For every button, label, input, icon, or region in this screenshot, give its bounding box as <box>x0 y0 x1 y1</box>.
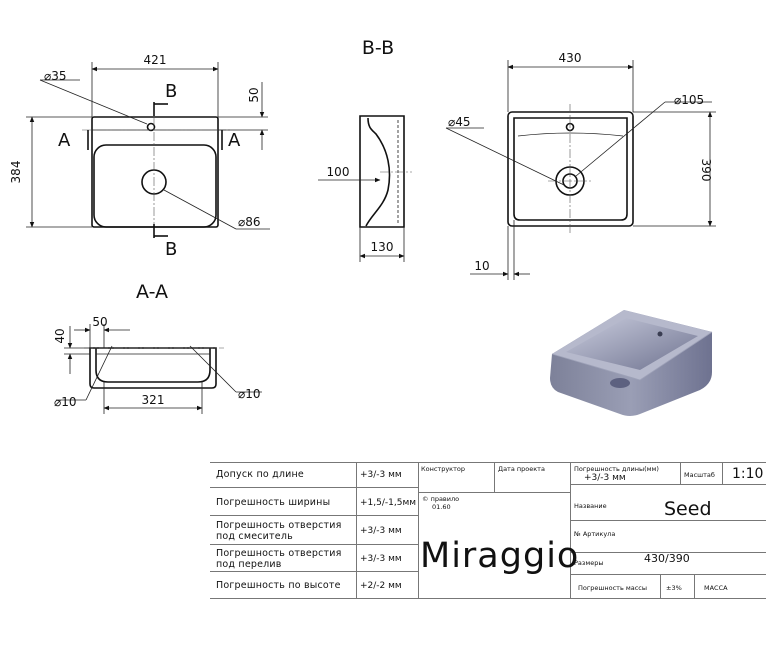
dim-side-depth: 100 <box>327 165 350 179</box>
scale-value: 1:10 <box>732 466 764 482</box>
dim-bb-height: 390 <box>699 159 713 182</box>
copyright-line-1: © правило <box>422 495 460 503</box>
dim-bb-drain: ⌀105 <box>674 93 704 107</box>
row-overflow-label-2: под перелив <box>216 559 282 570</box>
row-tap-hole-value: +3/-3 мм <box>360 526 402 536</box>
brand-name: Miraggio <box>420 536 580 576</box>
section-bb: B-B 430 390 ⌀105 ⌀45 10 <box>362 37 716 280</box>
dim-bb-wall: 10 <box>474 259 489 273</box>
dim-top-width: 421 <box>144 53 167 67</box>
section-bb-title: B-B <box>362 37 394 59</box>
project-date-label: Дата проекта <box>498 465 545 473</box>
cut-b-bottom: B <box>165 239 177 260</box>
dim-aa-offset: 50 <box>92 315 107 329</box>
side-view: 100 130 <box>318 115 412 262</box>
dim-top-tap-hole: ⌀35 <box>44 69 67 83</box>
dim-top-offset: 50 <box>247 87 261 102</box>
row-height-value: +2/-2 мм <box>360 581 402 591</box>
dims-label: Размеры <box>574 559 604 567</box>
mass-label: МАССА <box>704 584 728 592</box>
dim-aa-radius-right: ⌀10 <box>238 387 261 401</box>
dim-side-height: 130 <box>371 240 394 254</box>
row-height-label: Погрешность по высоте <box>216 580 341 591</box>
sink-3d-render <box>550 310 713 416</box>
constructor-label: Конструктор <box>421 465 465 473</box>
top-view: 421 384 50 ⌀35 ⌀86 B B A A <box>9 53 270 260</box>
copyright-line-2: 01.60 <box>432 503 451 511</box>
dim-aa-depth: 40 <box>53 328 67 343</box>
row-length-label: Допуск по длине <box>216 469 304 480</box>
dim-bb-width: 430 <box>559 51 582 65</box>
size-tolerance-label: Погрешность длины(мм) <box>574 465 659 473</box>
row-tap-hole-label-2: под смеситель <box>216 531 293 542</box>
row-width-value: +1,5/-1,5мм <box>360 498 417 508</box>
row-overflow-label-1: Погрешность отверстия <box>216 548 342 559</box>
article-label: № Артикула <box>574 530 616 538</box>
dim-aa-radius-left: ⌀10 <box>54 395 77 409</box>
mass-tolerance-value: ±3% <box>666 584 682 592</box>
row-width-label: Погрешность ширины <box>216 497 331 508</box>
section-aa-title: A-A <box>136 281 168 303</box>
cut-a-left: A <box>58 130 71 151</box>
dim-top-depth: 384 <box>9 161 23 184</box>
name-label: Название <box>574 502 607 510</box>
mass-tolerance-label: Погрешность массы <box>578 584 648 592</box>
scale-label: Масштаб <box>684 471 715 479</box>
dim-aa-inner-width: 321 <box>142 393 165 407</box>
dims-value: 430/390 <box>644 552 690 565</box>
dim-top-drain: ⌀86 <box>238 215 261 229</box>
dim-bb-tap-hole: ⌀45 <box>448 115 471 129</box>
row-length-value: +3/-3 мм <box>360 470 402 480</box>
title-block: Допуск по длине +3/-3 мм Погрешность шир… <box>210 462 766 602</box>
model-name: Seed <box>664 498 712 520</box>
row-overflow-value: +3/-3 мм <box>360 554 402 564</box>
cut-a-right: A <box>228 130 241 151</box>
cut-b-top: B <box>165 81 177 102</box>
size-tolerance-value: +3/-3 мм <box>584 473 626 483</box>
row-tap-hole-label-1: Погрешность отверстия <box>216 520 342 531</box>
section-aa: A-A 50 40 321 ⌀10 ⌀10 <box>53 281 262 414</box>
